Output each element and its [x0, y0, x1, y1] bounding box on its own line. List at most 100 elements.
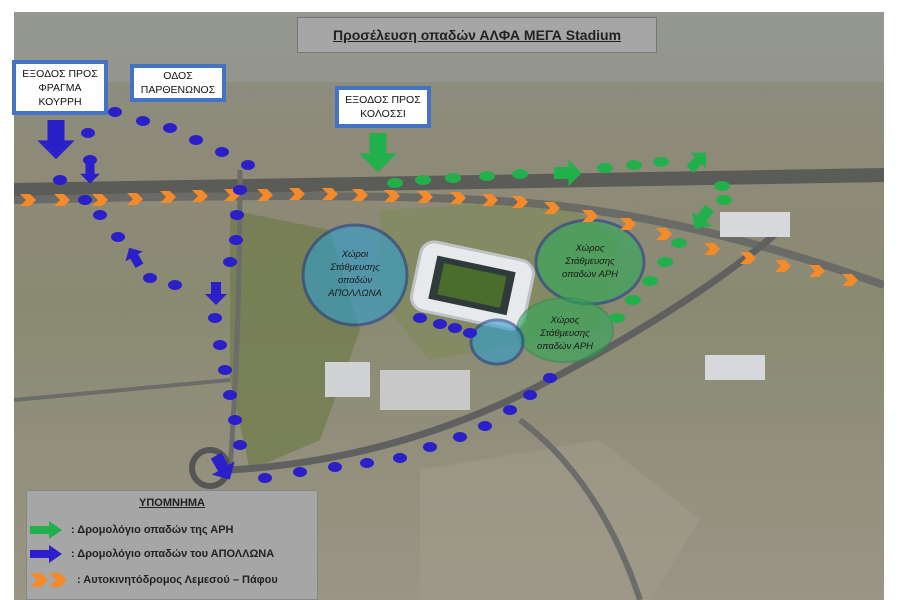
- label-line: ΟΔΟΣ: [163, 70, 193, 82]
- highway-chevron: [809, 265, 825, 277]
- highway-chevron: [582, 210, 598, 222]
- ari-route-dot: [716, 195, 732, 205]
- apollon-route-dot: [228, 415, 242, 425]
- label-line: οπαδών ΑΡΗ: [561, 269, 619, 280]
- apollon-route-dot: [503, 405, 517, 415]
- apollon-route-dot: [478, 421, 492, 431]
- highway-chevron: [160, 191, 176, 203]
- highway-chevron: [92, 194, 108, 206]
- apollon-route-dot: [53, 175, 67, 185]
- apollon-route-dot: [213, 340, 227, 350]
- highway-chevron: [842, 274, 858, 286]
- ari-route-dot: [387, 178, 403, 188]
- label-exit-kolossi: ΕΞΟΔΟΣ ΠΡΟΣ ΚΟΛΟΣΣΙ: [335, 86, 431, 128]
- apollon-route-dot: [230, 210, 244, 220]
- apollon-route-dot: [163, 123, 177, 133]
- apollon-route-dot: [223, 390, 237, 400]
- apollon-route-dot: [360, 458, 374, 468]
- apollon-route-dot: [111, 232, 125, 242]
- ari-route-dot: [626, 160, 642, 170]
- legend-text: : Δρομολόγιο οπαδών της ΑΡΗ: [71, 524, 234, 536]
- label-line: ΕΞΟΔΟΣ ΠΡΟΣ: [22, 67, 98, 80]
- ari-route-arrow: [554, 159, 582, 187]
- apollon-route-dot: [258, 473, 272, 483]
- apollon-route-dot: [543, 373, 557, 383]
- apollon-route-arrow: [210, 452, 235, 480]
- highway-chevron: [257, 189, 273, 201]
- highway-chevron: [20, 194, 36, 206]
- legend-item-highway: : Αυτοκινητόδρομος Λεμεσού – Πάφου: [27, 571, 278, 589]
- highway-chevron: [450, 192, 466, 204]
- label-line: ΕΞΟΔΟΣ ΠΡΟΣ: [345, 94, 421, 106]
- apollon-route-dot: [233, 440, 247, 450]
- highway-chevron: [384, 190, 400, 202]
- label-line: Στάθμευσης: [330, 262, 380, 273]
- highway-chevron: [775, 260, 791, 272]
- apollon-route-dot: [523, 390, 537, 400]
- apollon-route-dot: [93, 210, 107, 220]
- highway-chevron: [192, 190, 208, 202]
- apollon-route-dot: [108, 107, 122, 117]
- apollon-route-dot: [393, 453, 407, 463]
- ari-route-dot: [642, 276, 658, 286]
- ari-route-arrow: [691, 204, 714, 229]
- apollon-route-dot: [78, 195, 92, 205]
- map-title: Προσέλευση οπαδών ΑΛΦΑ ΜΕΓΑ Stadium: [297, 17, 657, 53]
- highway-chevron: [482, 194, 498, 206]
- apollon-route-dot: [413, 313, 427, 323]
- apollon-route-dot: [293, 467, 307, 477]
- highway-chevron: [656, 228, 672, 240]
- ari-route-dot: [653, 157, 669, 167]
- highway-chevron: [512, 196, 528, 208]
- highway-chevron: [704, 243, 720, 255]
- ari-route-dot: [415, 175, 431, 185]
- apollon-route-arrow: [80, 162, 100, 184]
- apollon-route-dot: [241, 160, 255, 170]
- apollon-route-dot: [423, 442, 437, 452]
- apollon-route-dot: [83, 155, 97, 165]
- highway-chevron: [127, 193, 143, 205]
- ari-route-dot: [671, 238, 687, 248]
- apollon-route-dot: [463, 328, 477, 338]
- apollon-route-dot: [448, 323, 462, 333]
- apollon-route-dot: [218, 365, 232, 375]
- label-line: ΦΡΑΓΜΑ: [38, 81, 82, 94]
- highway-chevron: [352, 189, 368, 201]
- legend-text: : Δρομολόγιο οπαδών του ΑΠΟΛΛΩΝΑ: [71, 548, 275, 560]
- ari-route-dot: [625, 295, 641, 305]
- legend-item-ari: : Δρομολόγιο οπαδών της ΑΡΗ: [27, 521, 234, 539]
- label-line: ΠΑΡΘΕΝΩΝΟΣ: [140, 84, 216, 96]
- apollon-route-dot: [81, 128, 95, 138]
- label-line: ΚΟΛΟΣΣΙ: [360, 108, 406, 120]
- aerial-map: [14, 12, 884, 600]
- ari-route-arrow: [686, 152, 707, 173]
- apollon-route-dot: [215, 147, 229, 157]
- highway-chevron: [740, 252, 756, 264]
- blue-arrow-icon: [30, 545, 62, 563]
- ari-route-dot: [512, 169, 528, 179]
- apollon-route-arrow: [37, 119, 75, 160]
- legend-title: ΥΠΟΜΝΗΜΑ: [139, 497, 205, 509]
- apollon-route-arrow: [205, 282, 227, 305]
- label-line: Χώροι: [341, 249, 369, 260]
- highway-chevron: [322, 188, 338, 200]
- apollon-route-dot: [229, 235, 243, 245]
- ari-route-dot: [609, 313, 625, 323]
- apollon-route-dot: [223, 257, 237, 267]
- highway-chevron: [620, 218, 636, 230]
- ari-route-dot: [714, 181, 730, 191]
- ari-route-dot: [597, 163, 613, 173]
- highway-chevron: [289, 188, 305, 200]
- orange-chevrons-icon: [30, 573, 67, 587]
- green-arrow-icon: [30, 521, 62, 539]
- apollon-route-arrow: [125, 247, 144, 269]
- apollon-route-dot: [208, 313, 222, 323]
- parking-label-apollon: Χώροι Στάθμευσης οπαδών ΑΠΟΛΛΩΝΑ: [315, 248, 395, 300]
- legend-text: : Αυτοκινητόδρομος Λεμεσού – Πάφου: [77, 574, 278, 586]
- ari-route-arrow: [359, 132, 397, 173]
- highway-chevron: [544, 202, 560, 214]
- apollon-route-dot: [453, 432, 467, 442]
- label-line: οπαδών ΑΡΗ: [536, 341, 594, 352]
- parking-label-ari-1: Χώρος Στάθμευσης οπαδών ΑΡΗ: [550, 242, 630, 281]
- parking-zone-small: [469, 318, 525, 366]
